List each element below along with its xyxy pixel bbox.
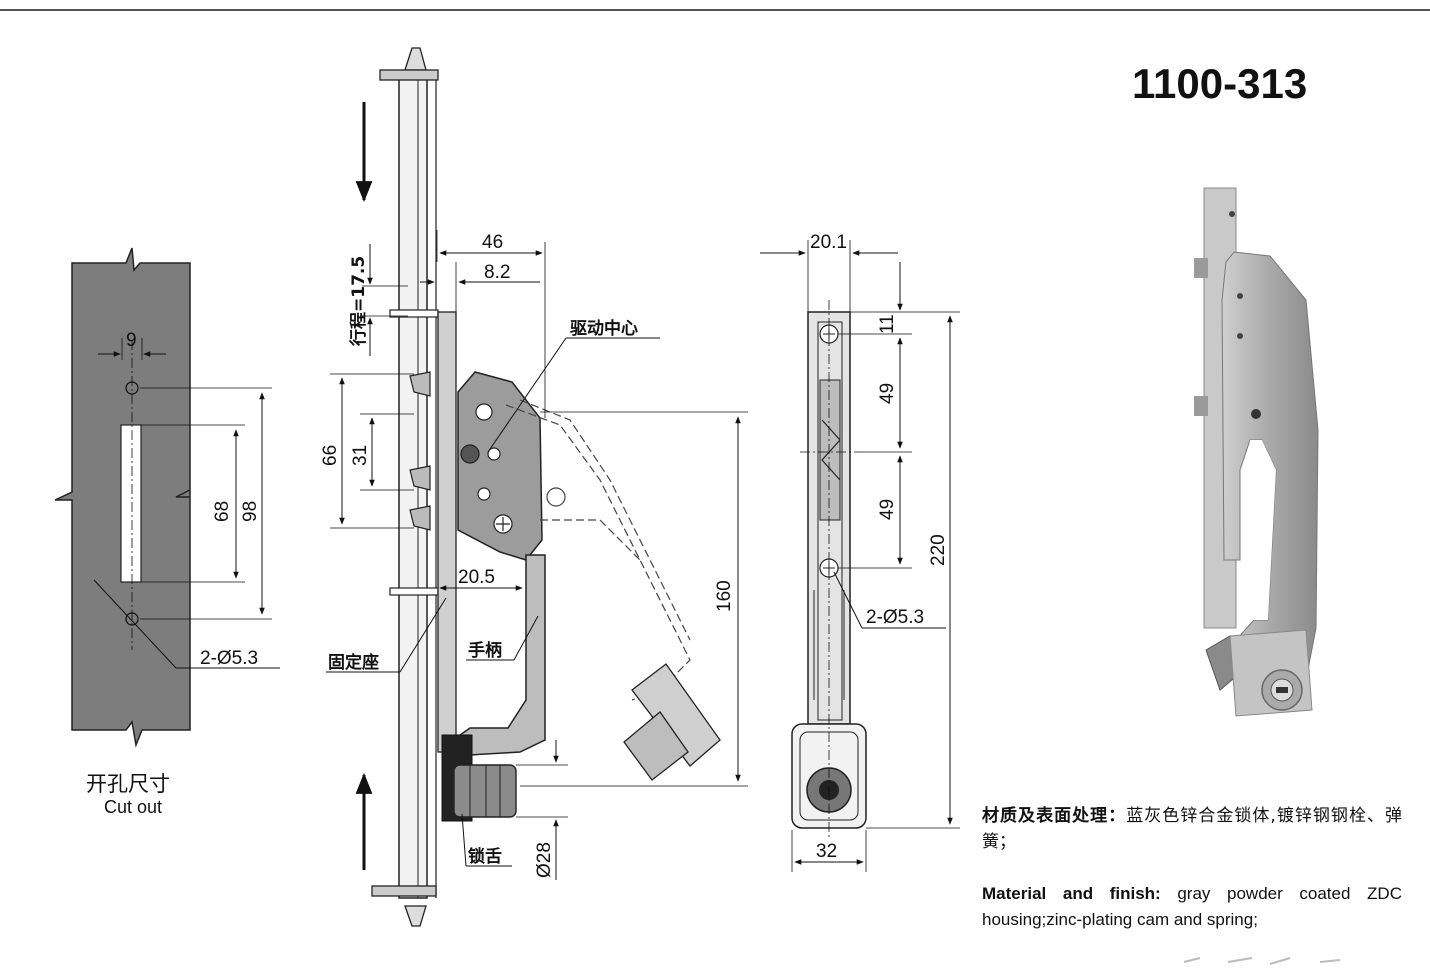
dim-pitch1: 49 (877, 383, 898, 404)
material-en: Material and finish: gray powder coated … (982, 881, 1402, 933)
dim-offset: 8.2 (484, 262, 510, 283)
dim-stroke: 行程=17.5 (348, 256, 369, 347)
dim-width-bottom: 32 (816, 841, 837, 862)
label-fixed-base: 固定座 (328, 652, 379, 673)
dim-cutout-pitch: 98 (240, 501, 261, 522)
dim-top-gap: 11 (877, 314, 898, 334)
product-title: 1100-313 (1132, 60, 1308, 107)
product-render (1194, 187, 1319, 717)
dim-width-top: 20.1 (810, 232, 847, 253)
dim-total-depth: 46 (482, 232, 503, 253)
front-view: 20.1 11 49 49 220 2-Ø5.3 32 (760, 232, 960, 872)
dim-cutout-slot: 68 (212, 501, 233, 522)
dim-cutout-width: 9 (126, 330, 137, 351)
dim-total: 220 (928, 534, 949, 566)
dim-span: 66 (320, 445, 341, 466)
cutout-label-cn: 开孔尺寸 (86, 772, 170, 796)
cutout-view: 9 68 98 2-Ø5.3 (54, 247, 280, 748)
lock-cylinder (453, 764, 517, 818)
housing (457, 371, 543, 561)
label-handle: 手柄 (468, 640, 502, 661)
label-drive-center: 驱动中心 (570, 318, 638, 339)
cutout-slot (120, 424, 142, 583)
dim-cutout-holes: 2-Ø5.3 (200, 648, 258, 669)
dim-pitch2: 49 (877, 499, 898, 520)
dim-height: 160 (714, 580, 735, 612)
material-en-text: gray powder coated ZDC housing;zinc-plat… (982, 884, 1402, 929)
material-cn-text: 蓝灰色锌合金锁体,镀锌钢钢栓、弹簧； (982, 806, 1403, 852)
dim-spacing: 31 (350, 445, 371, 466)
fixed-base-plate (437, 311, 457, 753)
material-cn-label: 材质及表面处理： (982, 806, 1127, 826)
dim-front-holes: 2-Ø5.3 (866, 607, 924, 628)
cutout-label-en: Cut out (104, 797, 163, 817)
dim-handle: 20.5 (458, 567, 495, 588)
dim-cam-dia: Ø28 (534, 842, 555, 878)
label-cam: 锁舌 (468, 846, 502, 867)
material-en-label: Material and finish: (982, 884, 1161, 903)
side-view: 46 8.2 行程=17.5 66 31 20.5 160 Ø2 (320, 47, 748, 927)
material-cn: 材质及表面处理：蓝灰色锌合金锁体,镀锌钢钢栓、弹簧； (982, 803, 1402, 855)
